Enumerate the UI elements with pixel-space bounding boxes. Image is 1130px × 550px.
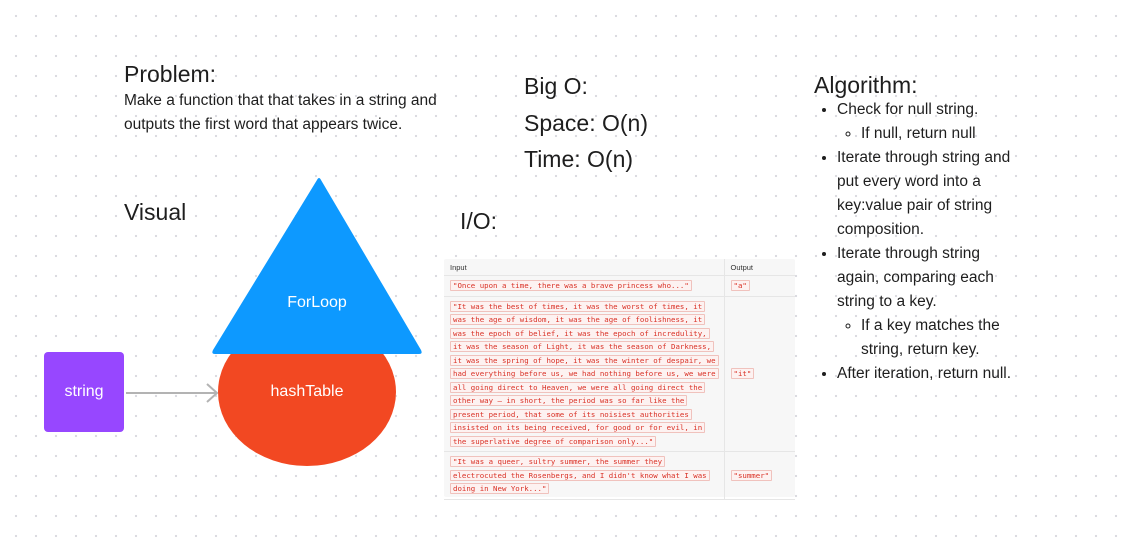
string-node[interactable]: string <box>44 352 124 432</box>
algorithm-step: Check for null string. If null, return n… <box>837 98 1014 146</box>
io-table: Input Output "Once upon a time, there wa… <box>444 259 795 500</box>
problem-title: Problem: <box>124 61 217 87</box>
big-o-title: Big O: <box>524 73 588 99</box>
table-row: "Once upon a time, there was a brave pri… <box>444 275 795 297</box>
input-column-header: Input <box>444 259 724 276</box>
space-complexity: Space: O(n) <box>524 109 648 136</box>
algorithm-step-text: After iteration, return null. <box>837 365 1012 382</box>
string-node-label: string <box>64 383 104 400</box>
visual-title: Visual <box>124 199 187 225</box>
output-value: "it" <box>730 368 755 379</box>
input-value: "It was the best of times, it was the wo… <box>450 300 719 447</box>
algorithm-steps: Check for null string. If null, return n… <box>814 98 1014 386</box>
io-table-header: Input Output <box>444 259 795 276</box>
input-cell: "Once upon a time, there was a brave pri… <box>444 275 724 297</box>
big-o-section: Big O: Space: O(n) Time: O(n) <box>524 68 648 178</box>
algorithm-step: Iterate through string again, comparing … <box>837 242 1014 362</box>
connector-arrow <box>126 383 219 403</box>
forloop-node[interactable] <box>211 176 423 354</box>
output-cell: "a" <box>723 275 795 297</box>
output-value: "summer" <box>730 469 773 481</box>
forloop-node-label: ForLoop <box>287 294 347 311</box>
algorithm-step-text: Iterate through string and put every wor… <box>837 149 1011 238</box>
hashtable-node-label: hashTable <box>270 383 344 400</box>
algorithm-title: Algorithm: <box>814 72 918 98</box>
algorithm-step: After iteration, return null. <box>837 362 1014 386</box>
input-cell: "It was the best of times, it was the wo… <box>444 296 724 452</box>
algorithm-step: Iterate through string and put every wor… <box>837 146 1014 242</box>
time-complexity: Time: O(n) <box>524 146 634 172</box>
algorithm-substep: If a key matches the string, return key. <box>861 314 1014 362</box>
problem-description: Make a function that that takes in a str… <box>124 92 437 133</box>
input-cell: "It was a queer, sultry summer, the summ… <box>444 451 724 500</box>
io-title: I/O: <box>460 208 498 234</box>
table-row: "It was the best of times, it was the wo… <box>444 296 795 452</box>
algorithm-substep: If null, return null <box>861 122 1014 146</box>
input-value: "Once upon a time, there was a brave pri… <box>450 280 692 291</box>
table-row: "It was a queer, sultry summer, the summ… <box>444 451 795 500</box>
algorithm-step-text: Check for null string. <box>837 101 979 118</box>
input-value: "It was a queer, sultry summer, the summ… <box>450 456 710 494</box>
output-column-header: Output <box>723 259 795 276</box>
output-cell: "summer" <box>723 451 795 500</box>
algorithm-step-text: Iterate through string again, comparing … <box>837 245 994 310</box>
output-cell: "it" <box>723 296 795 452</box>
output-value: "a" <box>730 280 750 291</box>
